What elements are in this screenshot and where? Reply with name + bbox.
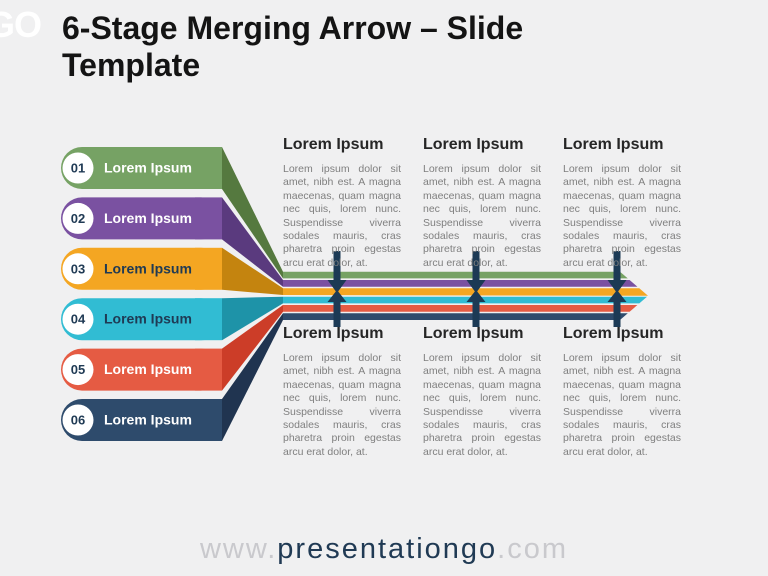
slide-title: 6-Stage Merging Arrow – Slide Template [62, 10, 524, 83]
stage-bar-end [195, 247, 222, 290]
stage-2: 02 Lorem Ipsum [61, 197, 222, 240]
text-block-top-2: Lorem Ipsum Lorem ipsum dolor sit amet, … [423, 135, 541, 270]
up-arrow-icon [607, 290, 627, 327]
merged-stripe-1 [283, 271, 628, 279]
stage-bar [61, 247, 222, 290]
stage-number: 01 [71, 161, 85, 176]
up-arrow-icon [466, 290, 486, 327]
stage-4: 04 Lorem Ipsum [61, 298, 222, 341]
merged-stripe-2 [283, 280, 638, 287]
block-heading: Lorem Ipsum [423, 325, 524, 342]
stage-bar-end [195, 399, 222, 441]
text-block-bottom-2: Lorem Ipsum Lorem ipsum dolor sit amet, … [423, 324, 541, 459]
block-heading: Lorem Ipsum [423, 136, 524, 153]
stage-bar-end [195, 348, 222, 391]
text-block-top-1: Lorem Ipsum Lorem ipsum dolor sit amet, … [283, 135, 401, 270]
footer-brand: presentationgo [277, 533, 498, 565]
stage-bar [61, 348, 222, 391]
stage-number-circle [62, 152, 94, 184]
stage-6: 06 Lorem Ipsum [61, 399, 222, 441]
stage-label: Lorem Ipsum [104, 311, 192, 327]
stage-number: 06 [71, 413, 85, 428]
text-block-top-3: Lorem Ipsum Lorem ipsum dolor sit amet, … [563, 135, 681, 270]
block-heading: Lorem Ipsum [283, 136, 384, 153]
merged-stripe-3 [283, 288, 648, 296]
stage-number-circle [62, 303, 94, 335]
stage-number-circle [62, 404, 94, 436]
stage-number: 02 [71, 211, 85, 226]
stage-1: 01 Lorem Ipsum [61, 147, 222, 189]
stage-3: 03 Lorem Ipsum [61, 247, 222, 290]
merged-stripe-5 [283, 305, 638, 312]
stage-label: Lorem Ipsum [104, 260, 192, 276]
stage-bar-end [195, 197, 222, 240]
stage-number: 05 [71, 362, 85, 377]
stage-label: Lorem Ipsum [104, 412, 192, 428]
text-block-bottom-3: Lorem Ipsum Lorem ipsum dolor sit amet, … [563, 324, 681, 459]
down-arrow-icon [466, 251, 486, 293]
stage-label: Lorem Ipsum [104, 361, 192, 377]
down-arrow-icon [327, 251, 347, 293]
stage-number-circle [62, 253, 94, 285]
footer-www: www. [199, 533, 278, 565]
text-block-bottom-1: Lorem Ipsum Lorem ipsum dolor sit amet, … [283, 324, 401, 459]
block-heading: Lorem Ipsum [563, 136, 664, 153]
stage-bar [61, 399, 222, 441]
stage-number: 03 [71, 261, 85, 276]
website-link[interactable]: www.presentationgo.com [0, 533, 768, 566]
stage-ribbon-3 [222, 247, 283, 295]
stage-ribbon-1 [222, 147, 283, 279]
down-arrow-icon [607, 251, 627, 293]
block-heading: Lorem Ipsum [283, 325, 384, 342]
stage-ribbon-6 [222, 313, 283, 441]
stage-bar [61, 147, 222, 189]
stage-ribbon-5 [222, 305, 283, 391]
block-body: Lorem ipsum dolor sit amet, nibh est. A … [563, 163, 681, 269]
stage-label: Lorem Ipsum [104, 160, 192, 176]
block-body: Lorem ipsum dolor sit amet, nibh est. A … [423, 352, 541, 458]
block-body: Lorem ipsum dolor sit amet, nibh est. A … [283, 163, 401, 269]
stage-bar [61, 197, 222, 240]
block-body: Lorem ipsum dolor sit amet, nibh est. A … [283, 352, 401, 458]
stage-bar-end [195, 298, 222, 341]
block-body: Lorem ipsum dolor sit amet, nibh est. A … [563, 352, 681, 458]
merged-stripe-6 [283, 313, 628, 320]
merged-stripe-4 [283, 296, 647, 304]
stage-number-circle [62, 354, 94, 386]
up-arrow-icon [327, 290, 347, 327]
stage-label: Lorem Ipsum [104, 210, 192, 226]
stage-number-circle [62, 202, 94, 234]
block-heading: Lorem Ipsum [563, 325, 664, 342]
footer-com: .com [497, 533, 568, 565]
stage-number: 04 [71, 312, 86, 327]
stage-5: 05 Lorem Ipsum [61, 348, 222, 391]
stage-bar [61, 298, 222, 341]
stage-ribbon-4 [222, 296, 283, 341]
presentationgo-logo: GO [0, 4, 42, 45]
block-body: Lorem ipsum dolor sit amet, nibh est. A … [423, 163, 541, 269]
stage-ribbon-2 [222, 197, 283, 287]
stage-bar-end [195, 147, 222, 189]
